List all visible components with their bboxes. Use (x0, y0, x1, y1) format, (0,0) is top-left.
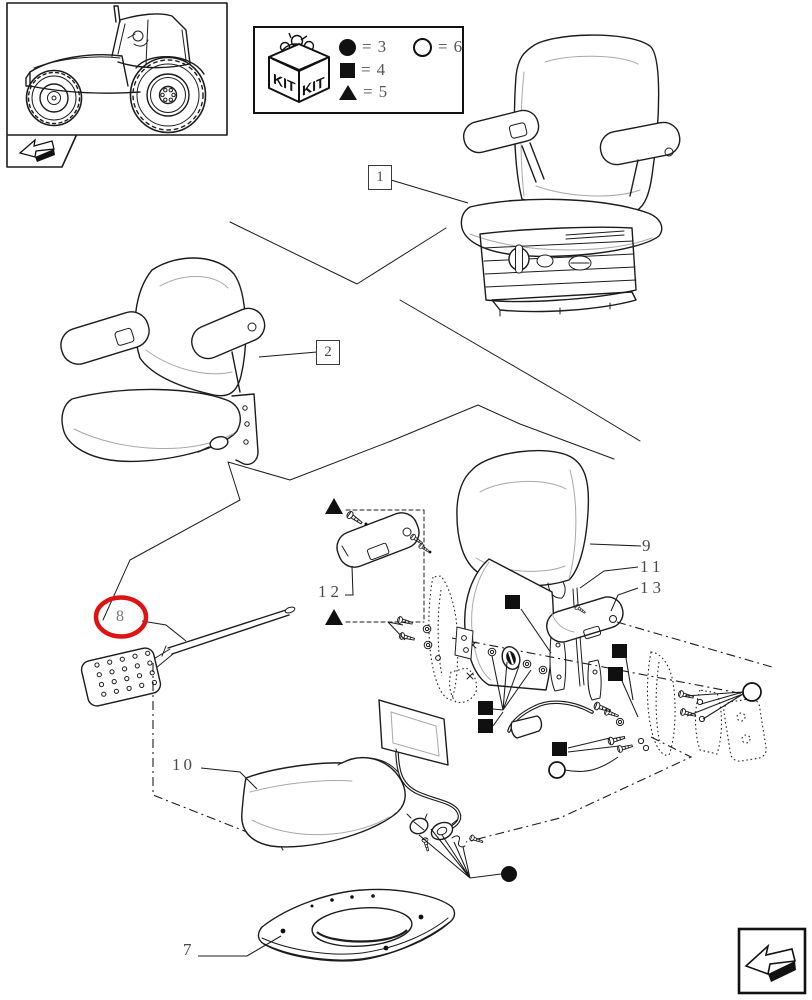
part-8-group (80, 595, 296, 851)
callout-13[interactable]: 13 (640, 578, 665, 597)
forward-arrow-icon (744, 943, 796, 982)
kit-filled-circle-marker (501, 866, 517, 882)
legend-equals: = (438, 37, 448, 56)
kit-triangle-marker (325, 609, 343, 625)
legend-value: 3 (377, 37, 387, 56)
part-13-armrest (546, 596, 624, 643)
legend-item-filled-square: = 4 (340, 60, 385, 80)
filled-triangle-icon (339, 84, 357, 100)
part-10-group (200, 699, 517, 882)
filled-square-icon (340, 62, 355, 78)
kit-box-icon: KIT KIT (268, 32, 330, 103)
legend-value: 6 (453, 37, 463, 56)
seat-1-suspension (479, 226, 637, 317)
callout-12[interactable]: 12 (318, 582, 343, 601)
seat-2-drawing (60, 257, 318, 466)
callout-11[interactable]: 11 (640, 557, 665, 576)
legend-equals: = (363, 82, 373, 101)
callout-2[interactable]: 2 (316, 340, 340, 365)
part-10-cushion (241, 756, 406, 848)
part-12-group (325, 498, 432, 641)
nav-next-button[interactable] (737, 927, 807, 995)
open-circle-icon (413, 37, 432, 57)
tractor-thumbnail (6, 2, 228, 136)
back-arrow-icon (18, 138, 55, 162)
callout-1[interactable]: 1 (368, 165, 392, 190)
section-break-lines (102, 221, 641, 621)
legend-value: 5 (378, 82, 388, 101)
kit-legend-panel: KIT KIT = 3 = 4 = 5 = 6 (253, 26, 464, 114)
legend-equals: = (361, 60, 371, 79)
nav-prev-button[interactable] (6, 135, 77, 168)
red-circle-highlight (93, 595, 149, 639)
callout-10[interactable]: 10 (172, 755, 195, 774)
part-7-group (198, 888, 456, 962)
callout-7[interactable]: 7 (183, 940, 192, 959)
exploded-seat-group (396, 449, 773, 843)
legend-item-filled-triangle: = 5 (339, 82, 387, 102)
kit-triangle-marker (325, 498, 343, 514)
kit-square-markers (478, 595, 639, 756)
legend-item-open-circle: = 6 (413, 37, 462, 57)
legend-equals: = (362, 37, 372, 56)
filled-circle-icon (339, 38, 356, 56)
legend-item-filled-circle: = 3 (339, 37, 386, 57)
callout-8[interactable]: 8 (116, 608, 124, 625)
tractor-drawing (25, 5, 207, 134)
kit-open-circle-markers (548, 682, 762, 779)
callout-9[interactable]: 9 (642, 536, 651, 555)
tool-perforations (94, 650, 157, 697)
part-9-backrest (456, 449, 590, 587)
seat-assembly-1-drawing (390, 34, 681, 317)
legend-value: 4 (376, 60, 386, 79)
